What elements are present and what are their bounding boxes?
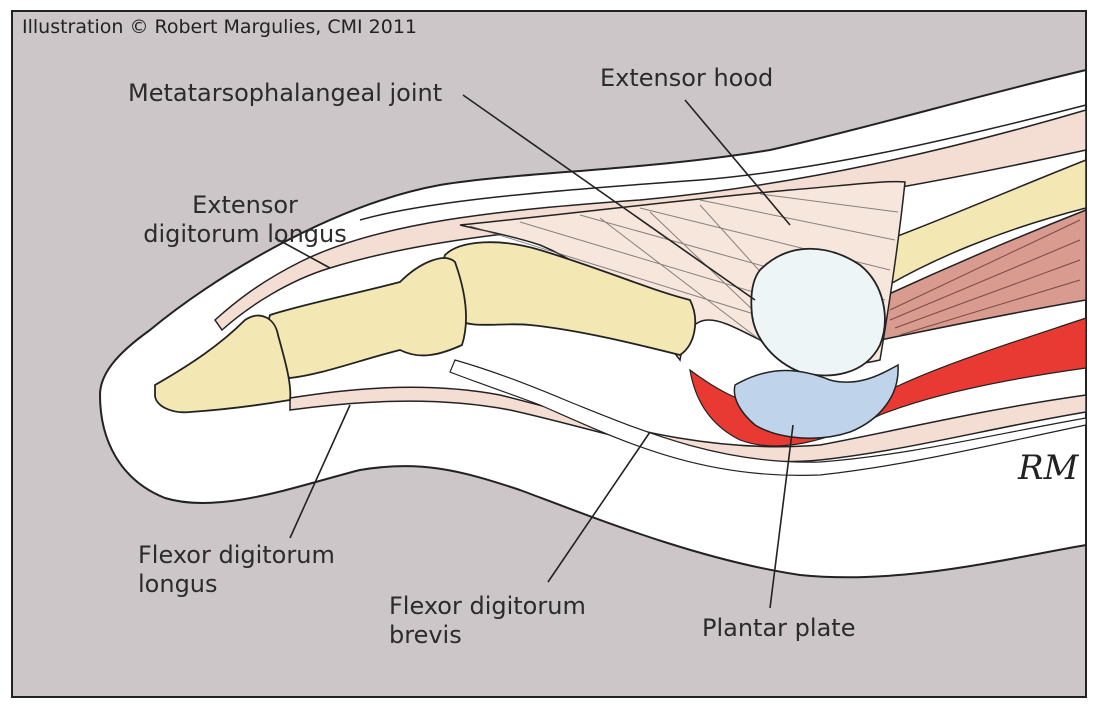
metatarsal-head: [750, 248, 886, 377]
label-extensor-hood: Extensor hood: [600, 64, 774, 92]
label-extensor-digitorum-longus: Extensor digitorum longus: [130, 191, 360, 249]
label-flexor-digitorum-longus: Flexor digitorum longus: [138, 541, 335, 599]
label-fdl-line1: Flexor digitorum: [138, 541, 335, 569]
label-flexor-digitorum-brevis: Flexor digitorum brevis: [389, 592, 586, 650]
artist-signature: RM: [1018, 448, 1079, 488]
dorsal-skin-fold: [359, 104, 1087, 221]
label-mtp-joint: Metatarsophalangeal joint: [128, 79, 443, 107]
flexor-tendon-long: [289, 386, 1087, 463]
leader-fdl: [289, 404, 351, 539]
leader-mtp-joint: [462, 94, 756, 301]
middle-phalanx: [266, 257, 467, 379]
plantar-plate: [733, 363, 899, 439]
leader-extensor-hood: [684, 99, 791, 226]
label-fdb-line1: Flexor digitorum: [389, 592, 586, 620]
leader-plantar-plate: [769, 424, 794, 609]
label-edl-line2: digitorum longus: [143, 220, 347, 248]
distal-phalanx: [154, 314, 292, 414]
label-fdl-line2: longus: [138, 570, 218, 598]
label-fdb-line2: brevis: [389, 621, 462, 649]
leader-edl: [274, 237, 331, 269]
label-plantar-plate: Plantar plate: [702, 614, 856, 642]
illustration-credit: Illustration © Robert Margulies, CMI 201…: [22, 16, 418, 38]
leader-fdb: [547, 431, 651, 583]
flexor-tendon-short: [449, 359, 1087, 477]
label-edl-line1: Extensor: [192, 191, 298, 219]
